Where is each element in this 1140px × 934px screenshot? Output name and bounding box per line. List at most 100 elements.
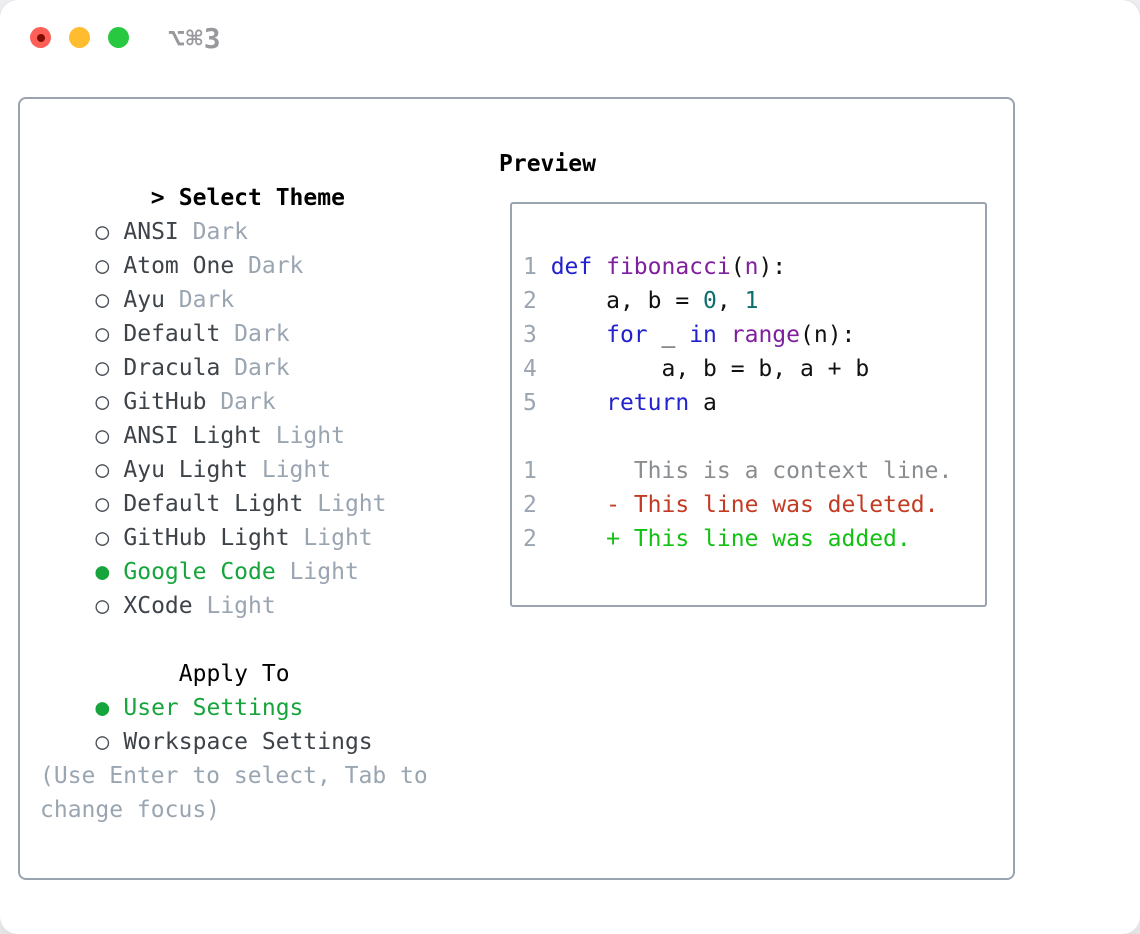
theme-name: Dracula xyxy=(123,355,221,381)
theme-variant-label: Light xyxy=(261,423,345,449)
preview-line: 1 def fibonacci(n): xyxy=(523,250,977,284)
radio-unselected-icon: ○ xyxy=(95,321,110,347)
line-number: 2 xyxy=(523,526,537,552)
code-token xyxy=(717,322,731,348)
apply-to-list: ● User Settings ○Workspace Settings xyxy=(40,657,490,755)
theme-name: Google Code xyxy=(123,559,276,585)
radio-selected-icon: ● xyxy=(95,695,110,721)
code-token: a, b = b, a + b xyxy=(550,356,870,382)
diff-text: This line was added. xyxy=(633,526,911,552)
theme-list-item[interactable]: ○ XCode Light xyxy=(40,555,490,619)
theme-list-item[interactable]: ● Google Code Light xyxy=(40,521,490,585)
code-token: ( xyxy=(730,254,745,280)
line-number: 2 xyxy=(523,288,551,314)
radio-unselected-icon: ○ xyxy=(95,593,110,619)
line-number: 5 xyxy=(523,390,551,416)
preview-line: 2 - This line was deleted. xyxy=(523,488,977,522)
theme-variant-label: Dark xyxy=(220,321,290,347)
theme-list-item[interactable]: ○GitHub Light Light xyxy=(40,487,490,551)
code-token: in xyxy=(689,322,717,348)
code-token: _ xyxy=(647,322,690,348)
preview-line: 5 return a xyxy=(523,386,977,420)
apply-to-option[interactable]: ○Workspace Settings xyxy=(40,691,490,755)
radio-unselected-icon: ○ xyxy=(95,287,110,313)
theme-list-item[interactable]: ○ Default Light Light xyxy=(40,453,490,517)
line-number: 4 xyxy=(523,356,551,382)
theme-name: Ayu Light xyxy=(123,457,249,483)
theme-name: Ayu xyxy=(123,287,165,313)
theme-name: Default xyxy=(123,321,221,347)
theme-variant-label: Light xyxy=(275,559,359,585)
code-token xyxy=(551,322,606,348)
radio-unselected-icon: ○ xyxy=(95,457,110,483)
radio-unselected-icon: ○ xyxy=(95,525,110,551)
radio-unselected-icon: ○ xyxy=(95,253,110,279)
theme-list-item[interactable]: ○ Ayu Light Light xyxy=(40,419,490,483)
radio-unselected-icon: ○ xyxy=(95,729,110,755)
theme-list-item[interactable]: ○ Atom One Dark xyxy=(40,215,490,279)
line-number: 1 xyxy=(523,458,537,484)
theme-variant-label: Dark xyxy=(206,389,276,415)
code-token: , xyxy=(716,288,745,314)
diff-marker-space xyxy=(606,458,634,484)
preview-line xyxy=(523,420,977,454)
diff-gutter xyxy=(537,526,606,552)
diff-plus-icon: + xyxy=(606,526,634,552)
code-token: 1 xyxy=(744,288,759,314)
line-number: 1 xyxy=(523,254,551,280)
theme-variant-label: Light xyxy=(248,457,332,483)
theme-name: XCode xyxy=(123,593,193,619)
traffic-lights xyxy=(30,27,129,48)
close-button[interactable] xyxy=(30,27,51,48)
theme-list-item[interactable]: ○ ANSI Dark xyxy=(40,181,490,245)
code-token: def xyxy=(550,254,607,280)
theme-list: ○ ANSI Dark ○ Atom One Dark ○ Ayu Dark ○ Def… xyxy=(40,181,490,619)
radio-unselected-icon: ○ xyxy=(95,219,110,245)
diff-text: This line was deleted. xyxy=(633,492,939,518)
diff-text: This is a context line. xyxy=(633,458,953,484)
minimize-button[interactable] xyxy=(69,27,90,48)
theme-list-item[interactable]: ○GitHub Dark xyxy=(40,351,490,415)
theme-name: Default Light xyxy=(123,491,304,517)
radio-unselected-icon: ○ xyxy=(95,423,110,449)
code-token: n xyxy=(744,254,759,280)
select-theme-header: >Select Theme xyxy=(40,147,490,211)
radio-unselected-icon: ○ xyxy=(95,389,110,415)
theme-list-item[interactable]: ○ ANSI Light Light xyxy=(40,385,490,449)
apply-to-option[interactable]: ● User Settings xyxy=(40,657,490,721)
theme-selector-dialog: >Select Theme ○ ANSI Dark ○ Atom One Dark … xyxy=(18,97,1015,880)
preview-line: 2 a, b = 0, 1 xyxy=(523,284,977,318)
theme-name: ANSI xyxy=(123,219,179,245)
theme-name: Atom One xyxy=(123,253,235,279)
hint-line-1: (Use Enter to select, Tab to xyxy=(40,763,428,789)
theme-list-item[interactable]: ○ Dracula Dark xyxy=(40,317,490,381)
code-token: for xyxy=(606,322,648,348)
radio-selected-icon: ● xyxy=(95,559,110,585)
preview-line: 3 for _ in range(n): xyxy=(523,318,977,352)
blank-line xyxy=(523,424,537,450)
theme-variant-label: Light xyxy=(192,593,276,619)
theme-variant-label: Dark xyxy=(178,219,249,245)
theme-name: ANSI Light xyxy=(123,423,262,449)
code-token: a xyxy=(689,390,717,416)
preview-line: 4 a, b = b, a + b xyxy=(523,352,977,386)
radio-unselected-icon: ○ xyxy=(95,355,110,381)
code-token: fibonacci xyxy=(606,254,731,280)
code-token: (n): xyxy=(800,322,856,348)
radio-unselected-icon: ○ xyxy=(95,491,110,517)
hint-line-2: change focus) xyxy=(40,797,221,823)
theme-list-item[interactable]: ○ Ayu Dark xyxy=(40,249,490,313)
code-token: range xyxy=(730,322,800,348)
theme-list-item[interactable]: ○ Default Dark xyxy=(40,283,490,347)
maximize-button[interactable] xyxy=(108,27,129,48)
theme-variant-label: Dark xyxy=(234,253,304,279)
diff-minus-icon: - xyxy=(606,492,634,518)
code-token: a, b = xyxy=(550,288,704,314)
theme-variant-label: Light xyxy=(289,525,373,551)
apply-to-title: Apply To xyxy=(178,661,290,687)
apply-option-name: User Settings xyxy=(123,695,304,721)
code-token: ): xyxy=(758,254,787,280)
